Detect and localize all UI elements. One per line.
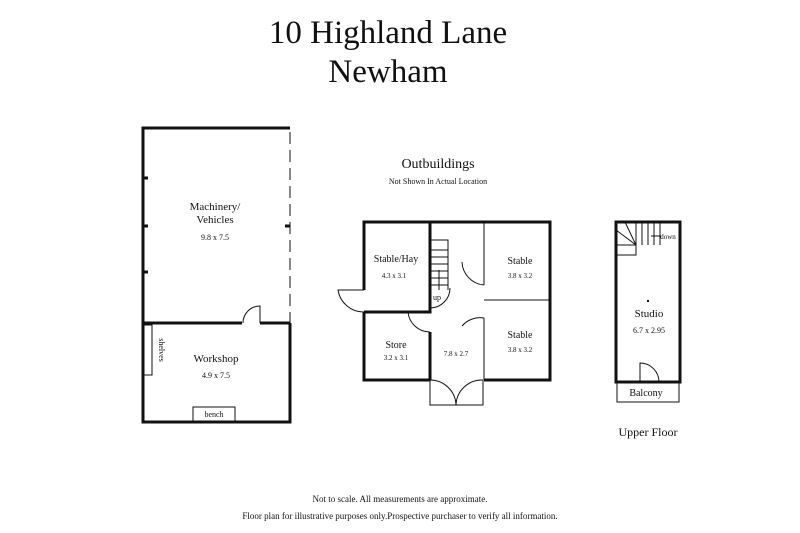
room-machinery-name2: Vehicles [196, 214, 233, 226]
room-studio-name: Studio [635, 308, 664, 320]
outbuildings-subtitle: Not Shown In Actual Location [389, 177, 487, 186]
room-stable-2-size: 3.8 x 3.2 [508, 346, 533, 354]
room-workshop-name: Workshop [194, 353, 239, 365]
stair-up-label: up [433, 293, 441, 302]
title-line-2: Newham [328, 54, 447, 90]
footer-line-2: Floor plan for illustrative purposes onl… [242, 511, 557, 521]
room-stable-hay-name: Stable/Hay [374, 254, 418, 265]
title-line-1: 10 Highland Lane [269, 15, 507, 51]
outbuildings: Outbuildings Not Shown In Actual Locatio… [337, 157, 552, 406]
room-hall-size: 7.8 x 2.7 [444, 350, 469, 358]
shelves-label: shelves [157, 338, 166, 362]
room-studio-size: 6.7 x 2.95 [633, 326, 665, 335]
bench-label: bench [204, 410, 223, 419]
room-stable-2-name: Stable [508, 330, 534, 341]
room-store-name: Store [385, 340, 407, 351]
room-workshop-size: 4.9 x 7.5 [202, 371, 230, 380]
balcony-label: Balcony [629, 388, 662, 399]
room-stable-hay-size: 4.3 x 3.1 [382, 272, 407, 280]
main-building: shelves bench Machinery/ Vehicles 9.8 x … [141, 126, 292, 424]
room-machinery-size: 9.8 x 7.5 [201, 233, 229, 242]
upper-floor-title: Upper Floor [619, 425, 678, 439]
footer-line-1: Not to scale. All measurements are appro… [313, 494, 488, 504]
room-machinery-name: Machinery/ [190, 201, 242, 213]
shelves [142, 324, 153, 376]
bench [192, 406, 236, 423]
stair-down-label: down [660, 233, 676, 241]
upper-floor: down Studio 6.7 x 2.95 Balcony Upper Flo… [614, 220, 682, 439]
room-stable-1-size: 3.8 x 3.2 [508, 272, 533, 280]
room-stable-1-name: Stable [508, 256, 534, 267]
outbuildings-title: Outbuildings [401, 157, 474, 172]
room-store-size: 3.2 x 3.1 [384, 354, 409, 362]
